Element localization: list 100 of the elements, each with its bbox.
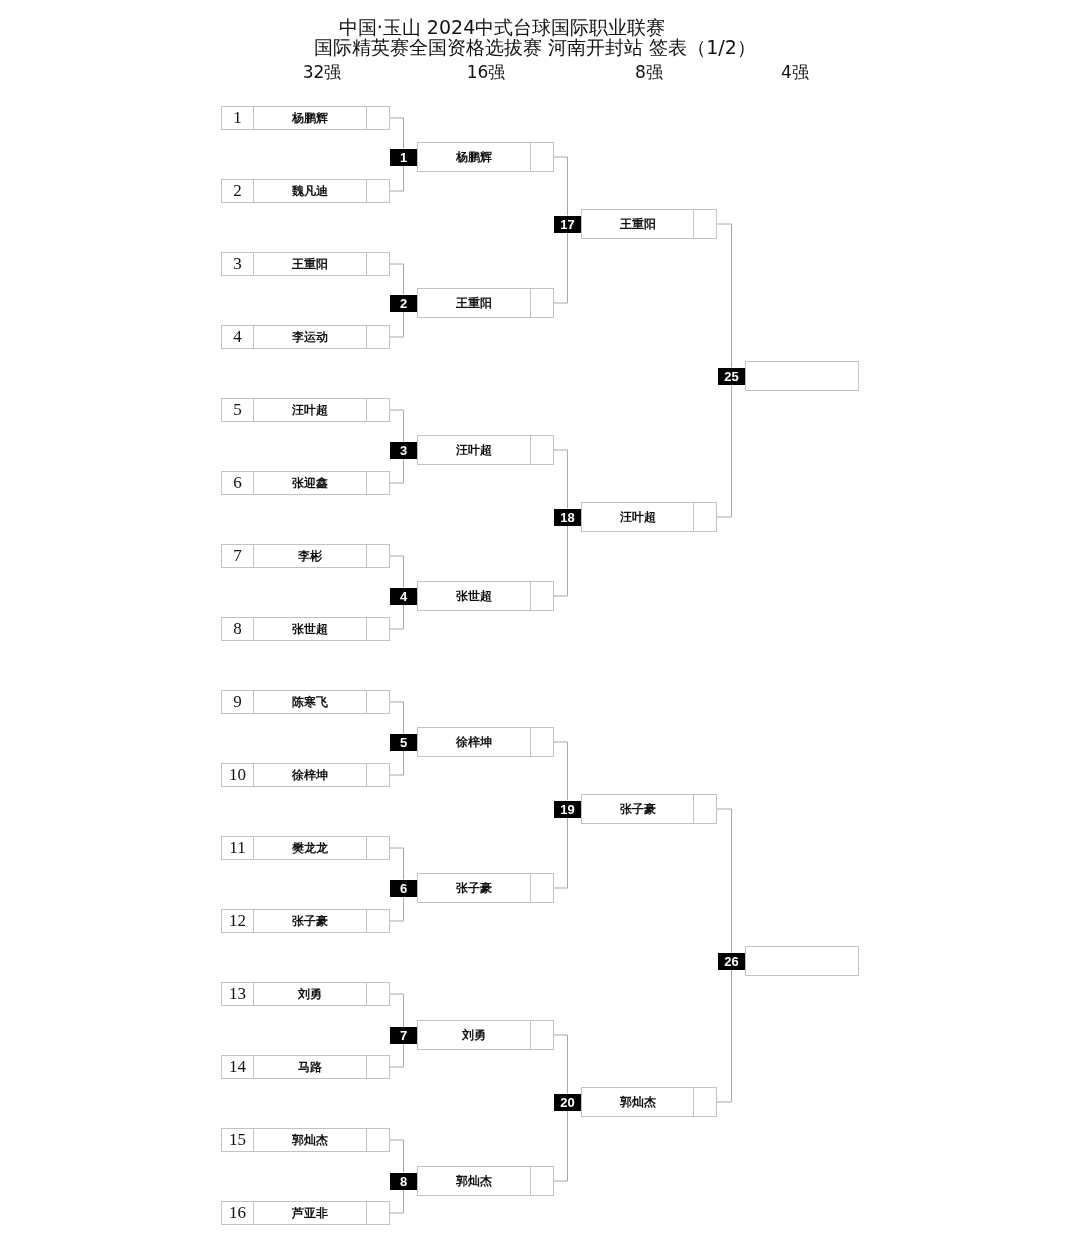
match-number: 19: [554, 800, 581, 818]
seed-number: 2: [233, 182, 242, 200]
bracket-line: [389, 1189, 404, 1214]
seed-number: 14: [229, 1058, 246, 1076]
player-name: 马路: [298, 1060, 322, 1074]
match-number: 6: [390, 879, 417, 897]
player-name: 徐梓坤: [292, 768, 328, 782]
bracket-slot: [221, 836, 390, 860]
match-number: 1: [390, 148, 417, 166]
player-name: 郭灿杰: [456, 1174, 492, 1188]
bracket-line: [716, 969, 732, 1103]
bracket-slot: [221, 179, 390, 203]
player-name: 张子豪: [456, 881, 492, 895]
match-number: 20: [554, 1093, 581, 1111]
player-name: 刘勇: [462, 1028, 486, 1042]
bracket-line: [389, 1139, 404, 1173]
player-name: 刘勇: [298, 987, 322, 1001]
seed-number: 3: [233, 255, 242, 273]
bracket-line: [389, 117, 404, 149]
bracket-line: [389, 993, 404, 1027]
bracket-line: [389, 165, 404, 192]
bracket-slot: [221, 1128, 390, 1152]
bracket-line: [389, 847, 404, 880]
bracket-line: [553, 232, 568, 304]
match-number: 2: [390, 294, 417, 312]
player-name: 郭灿杰: [619, 1095, 656, 1109]
bracket-line: [389, 604, 404, 630]
seed-number: 16: [229, 1204, 246, 1222]
player-name: 李运动: [292, 330, 328, 344]
title: 中国·玉山 2024中式台球国际职业联赛: [338, 16, 666, 38]
seed-number: 5: [233, 401, 242, 419]
bracket-line: [389, 311, 404, 338]
seed-number: 12: [229, 912, 246, 930]
seed-number: 4: [233, 328, 242, 346]
match-number: 3: [390, 441, 417, 459]
player-name: 李彬: [298, 549, 322, 563]
bracket-slot: [221, 909, 390, 933]
round-header: 16强: [466, 61, 506, 83]
bracket-line: [553, 449, 568, 509]
player-name: 徐梓坤: [456, 735, 492, 749]
seed-number: 7: [233, 547, 242, 565]
bracket-line: [389, 263, 404, 295]
bracket-slot: [221, 106, 390, 130]
bracket-line: [553, 525, 568, 597]
match-number: 4: [390, 587, 417, 605]
bracket-slot: [221, 544, 390, 568]
bracket-line: [389, 409, 404, 442]
player-name: 张世超: [292, 622, 328, 636]
seed-number: 13: [229, 985, 246, 1003]
bracket-slot: [221, 1055, 390, 1079]
player-name: 张世超: [456, 589, 492, 603]
bracket-slot: [221, 398, 390, 422]
seed-number: 15: [229, 1131, 246, 1149]
seed-number: 6: [233, 474, 242, 492]
bracket-slot: [221, 252, 390, 276]
player-name: 魏凡迪: [292, 184, 328, 198]
player-name: 张子豪: [292, 914, 328, 928]
round-header: 32强: [302, 61, 342, 83]
match-number: 7: [390, 1026, 417, 1044]
player-name: 王重阳: [292, 257, 328, 271]
round-header: 8强: [635, 61, 663, 83]
bracket-line: [389, 701, 404, 734]
bracket-line: [553, 817, 568, 889]
seed-number: 9: [233, 693, 242, 711]
seed-number: 11: [229, 839, 246, 857]
bracket-slot: [221, 690, 390, 714]
match-number: 26: [718, 952, 745, 970]
player-name: 张迎鑫: [292, 476, 328, 490]
bracket-line: [553, 741, 568, 801]
bracket-line: [553, 156, 568, 216]
bracket-line: [389, 555, 404, 588]
seed-number: 1: [233, 109, 242, 127]
match-number: 25: [718, 367, 745, 385]
match-number: 8: [390, 1172, 417, 1190]
player-name: 王重阳: [619, 217, 656, 231]
bracket-line: [389, 1043, 404, 1068]
round-header: 4强: [781, 61, 809, 83]
bracket-slot: [221, 982, 390, 1006]
player-name: 郭灿杰: [292, 1133, 328, 1147]
player-name: 杨鹏辉: [292, 111, 328, 125]
bracket-line: [716, 223, 732, 368]
bracket-line: [389, 750, 404, 776]
match-number: 17: [554, 215, 581, 233]
bracket-line: [553, 1034, 568, 1094]
bracket-slot: [221, 471, 390, 495]
bracket-line: [553, 1110, 568, 1182]
bracket-slot: [221, 1201, 390, 1225]
seed-number: 10: [229, 766, 246, 784]
subtitle: 国际精英赛全国资格选拔赛 河南开封站 签表（1/2）: [314, 36, 756, 58]
player-name: 汪叶超: [456, 443, 492, 457]
player-name: 汪叶超: [619, 510, 656, 524]
bracket-line: [716, 808, 732, 953]
player-name: 张子豪: [619, 802, 656, 816]
bracket-slot: [221, 325, 390, 349]
bracket-slot: [221, 617, 390, 641]
bracket-line: [389, 458, 404, 484]
match-number: 5: [390, 733, 417, 751]
bracket-line: [716, 384, 732, 518]
player-name: 樊龙龙: [292, 841, 328, 855]
player-name: 汪叶超: [292, 403, 328, 417]
